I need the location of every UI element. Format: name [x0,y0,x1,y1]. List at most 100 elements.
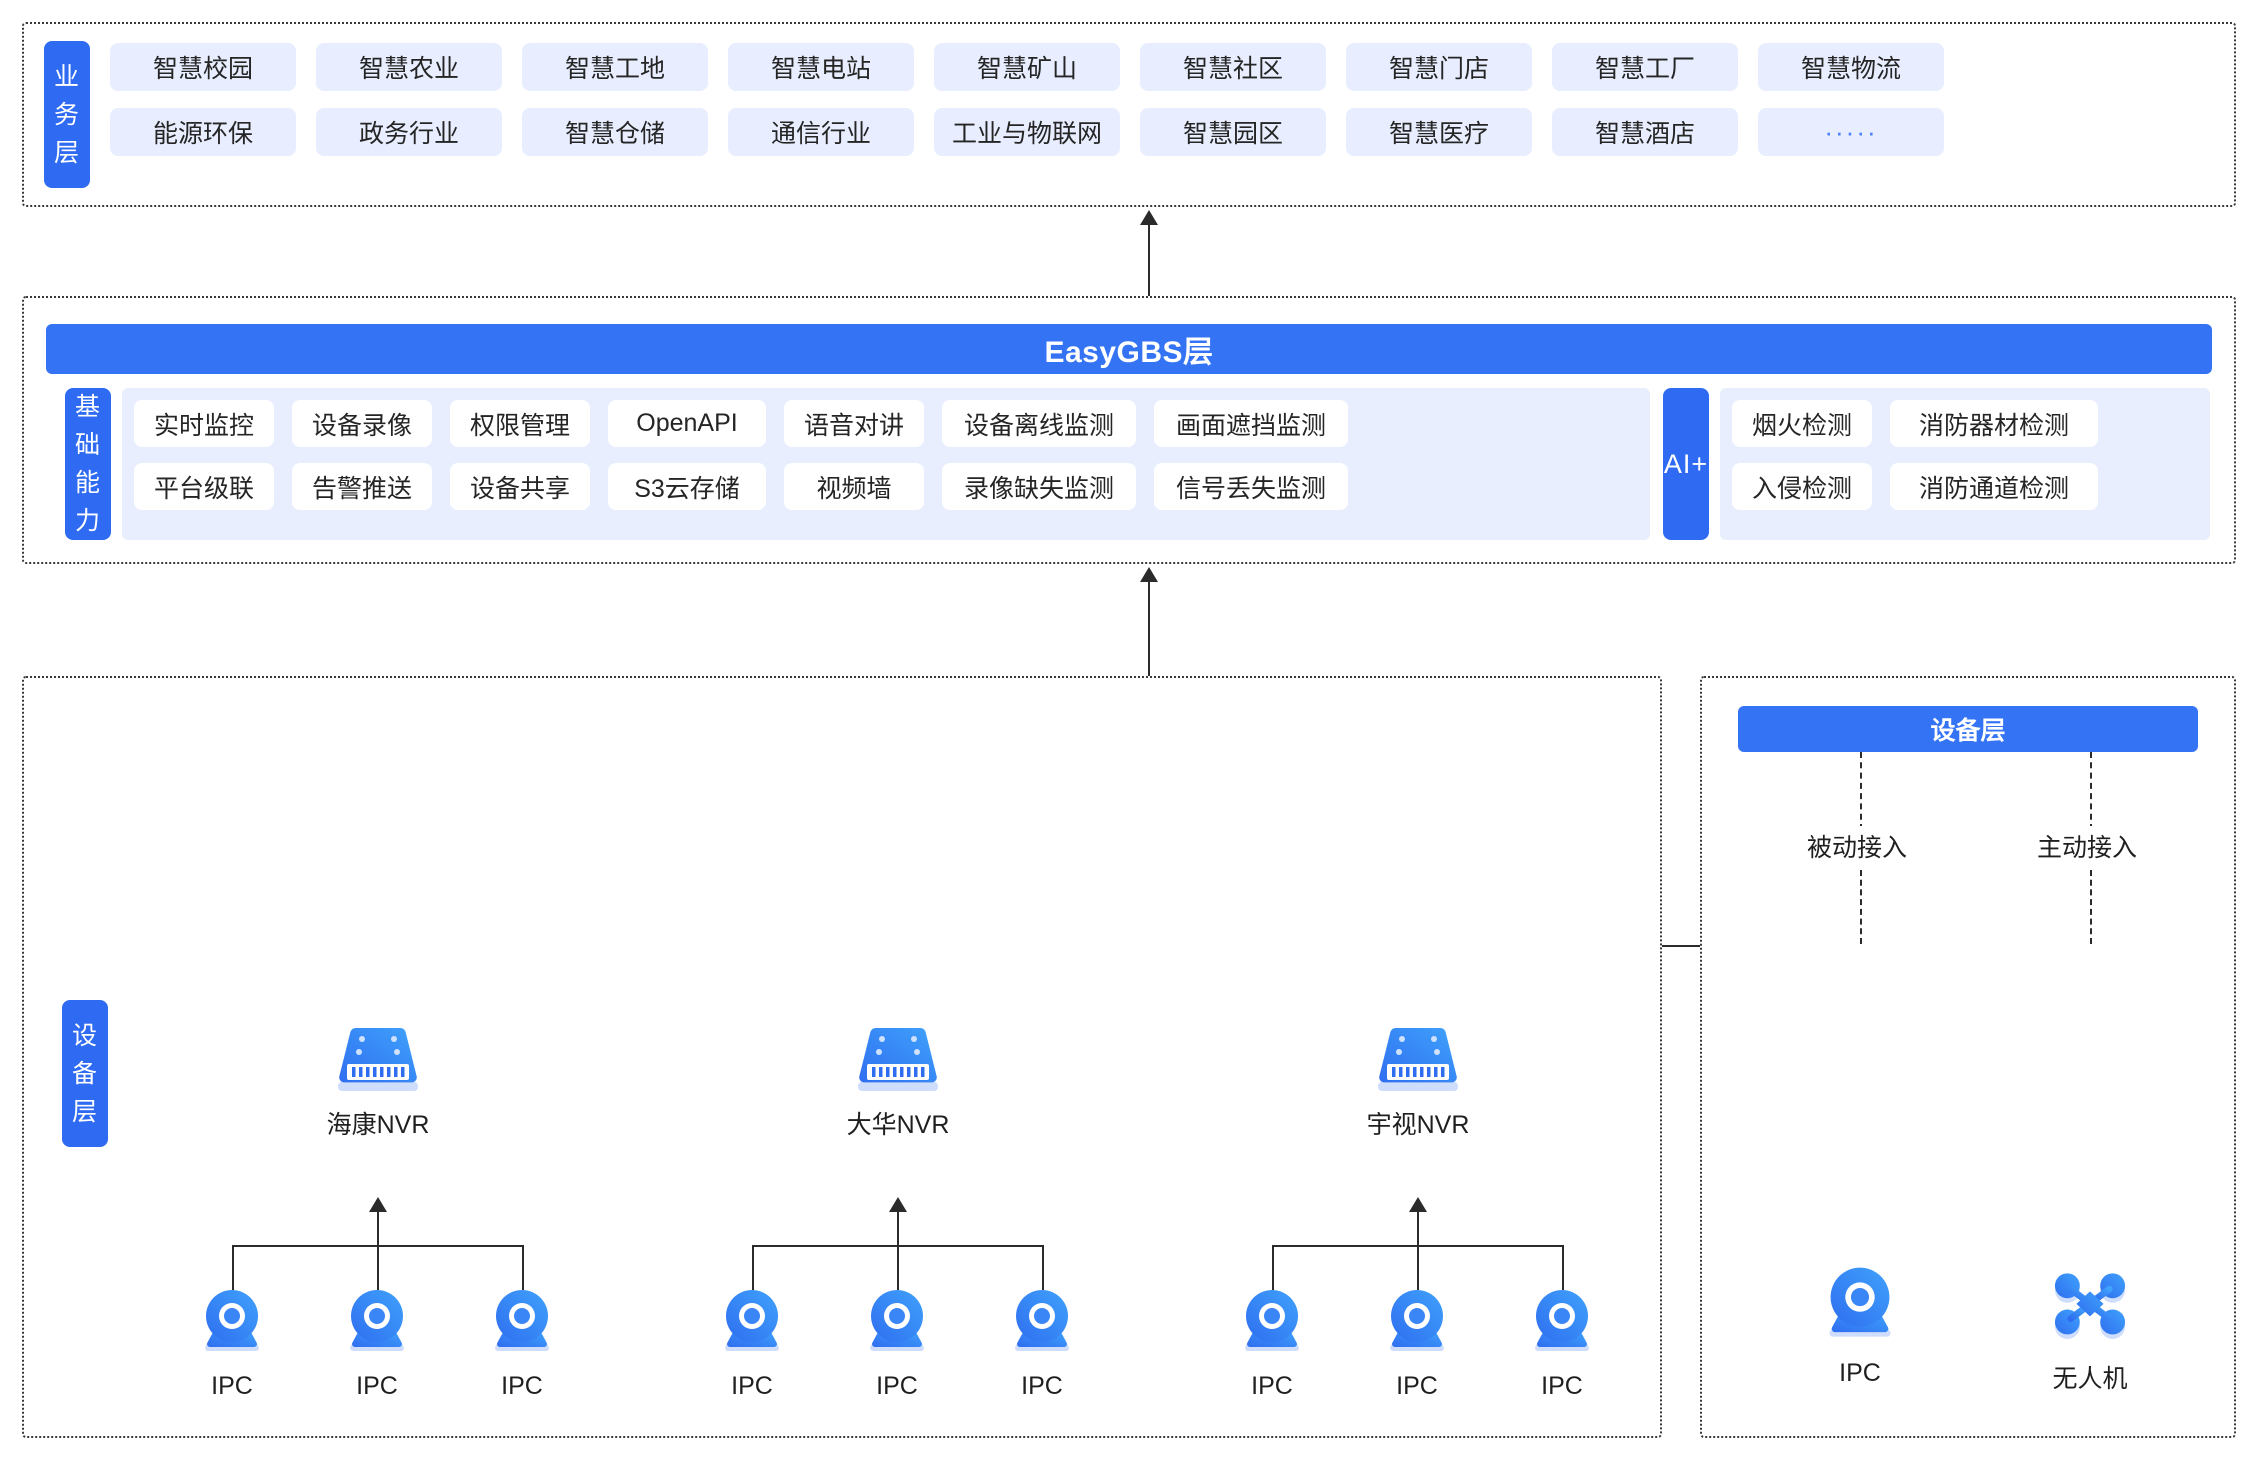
camera-label-4: IPC [731,1372,773,1400]
nvr3-arrow-stem [1417,1212,1419,1245]
capability-chip-video-wall[interactable]: 视频墙 [784,463,924,510]
capability-row-2: 平台级联 告警推送 设备共享 S3云存储 视频墙 录像缺失监测 信号丢失监测 [134,463,1348,510]
business-chip-smart-construction[interactable]: 智慧工地 [522,43,708,91]
business-layer-tab-char-2: 层 [53,138,80,167]
business-chip-smart-community[interactable]: 智慧社区 [1140,43,1326,91]
camera-node-9[interactable]: IPC [1512,1285,1612,1401]
capability-tab-char-2: 能 [74,469,101,497]
camera-label-6: IPC [1021,1372,1063,1400]
camera-node-7[interactable]: IPC [1222,1285,1322,1401]
camera-label-3: IPC [501,1372,543,1400]
camera-node-6[interactable]: IPC [992,1285,1092,1401]
business-chip-smart-store[interactable]: 智慧门店 [1346,43,1532,91]
ai-chip-fire-equipment-detection[interactable]: 消防器材检测 [1890,400,2098,447]
nvr1-leg-c [522,1245,524,1290]
capability-tab-char-0: 基 [74,393,101,421]
business-chip-smart-agriculture[interactable]: 智慧农业 [316,43,502,91]
business-chip-smart-factory[interactable]: 智慧工厂 [1552,43,1738,91]
capability-chip-s3-cloud-storage[interactable]: S3云存储 [608,463,766,510]
capability-tab-char-3: 力 [74,507,101,535]
camera-label-5: IPC [876,1372,918,1400]
capability-grid: 实时监控 设备录像 权限管理 OpenAPI 语音对讲 设备离线监测 画面遮挡监… [134,400,1348,526]
business-chip-industrial-iot[interactable]: 工业与物联网 [934,108,1120,156]
nvr-icon [1378,1028,1458,1091]
camera-label-2: IPC [356,1372,398,1400]
capability-chip-device-offline-monitor[interactable]: 设备离线监测 [942,400,1136,447]
business-chip-more[interactable]: ····· [1758,108,1944,156]
direct-camera-node[interactable]: IPC [1810,1262,1910,1388]
capability-chip-signal-loss-monitor[interactable]: 信号丢失监测 [1154,463,1348,510]
drone-label: 无人机 [2052,1365,2128,1393]
ai-chip-fire-smoke-detection[interactable]: 烟火检测 [1732,400,1872,447]
business-layer-row-1: 智慧校园 智慧农业 智慧工地 智慧电站 智慧矿山 智慧社区 智慧门店 智慧工厂 … [110,43,2220,91]
passive-access-label: 被动接入 [1799,826,1916,866]
capability-chip-live-monitor[interactable]: 实时监控 [134,400,274,447]
business-chip-smart-mine[interactable]: 智慧矿山 [934,43,1120,91]
camera-icon [1535,1290,1589,1351]
capability-chip-voice-intercom[interactable]: 语音对讲 [784,400,924,447]
nvr1-leg-a [232,1245,234,1290]
business-layer-grid: 智慧校园 智慧农业 智慧工地 智慧电站 智慧矿山 智慧社区 智慧门店 智慧工厂 … [110,43,2220,173]
nvr2-leg-c [1042,1245,1044,1290]
capability-chip-openapi[interactable]: OpenAPI [608,400,766,447]
camera-node-3[interactable]: IPC [472,1285,572,1401]
business-layer-tab: 业 务 层 [44,41,90,188]
camera-node-4[interactable]: IPC [702,1285,802,1401]
capability-chip-alarm-push[interactable]: 告警推送 [292,463,432,510]
easygbs-title-bar: EasyGBS层 [46,324,2212,374]
capability-chip-device-share[interactable]: 设备共享 [450,463,590,510]
business-layer-tab-char-0: 业 [53,62,80,91]
drone-node[interactable]: 无人机 [2040,1262,2140,1395]
nvr-label-dahua: 大华NVR [846,1111,950,1139]
camera-node-1[interactable]: IPC [182,1285,282,1401]
active-access-line-upper [2090,752,2092,830]
ellipsis-icon: ····· [1824,116,1878,147]
passive-access-line-upper [1860,752,1862,830]
connector-top-arrow-stem [1148,223,1150,285]
camera-node-8[interactable]: IPC [1367,1285,1467,1401]
ai-chip-fire-exit-detection[interactable]: 消防通道检测 [1890,463,2098,510]
business-chip-government[interactable]: 政务行业 [316,108,502,156]
device-layer-title-bar: 设备层 [1738,706,2198,752]
passive-access-line-lower [1860,870,1862,944]
nvr3-leg-c [1562,1245,1564,1290]
ai-chip-intrusion-detection[interactable]: 入侵检测 [1732,463,1872,510]
nvr-node-uniview[interactable]: 宇视NVR [1345,1022,1491,1141]
business-chip-smart-warehouse[interactable]: 智慧仓储 [522,108,708,156]
nvr-icon [858,1028,938,1091]
device-layer-tab-char-1: 备 [71,1059,98,1088]
capability-chip-recording-loss-monitor[interactable]: 录像缺失监测 [942,463,1136,510]
nvr-node-hikvision[interactable]: 海康NVR [305,1022,451,1141]
nvr1-arrowhead [369,1197,387,1212]
business-chip-smart-power-station[interactable]: 智慧电站 [728,43,914,91]
capability-chip-device-recording[interactable]: 设备录像 [292,400,432,447]
business-chip-smart-logistics[interactable]: 智慧物流 [1758,43,1944,91]
camera-icon [1015,1290,1069,1351]
device-layer-tab: 设 备 层 [62,1000,108,1147]
camera-label-8: IPC [1396,1372,1438,1400]
camera-node-2[interactable]: IPC [327,1285,427,1401]
business-chip-telecom[interactable]: 通信行业 [728,108,914,156]
camera-icon [870,1290,924,1351]
device-layer-panel-right [1700,676,2236,1438]
capability-chip-view-block-monitor[interactable]: 画面遮挡监测 [1154,400,1348,447]
capability-row-1: 实时监控 设备录像 权限管理 OpenAPI 语音对讲 设备离线监测 画面遮挡监… [134,400,1348,447]
nvr-label-hikvision: 海康NVR [326,1111,430,1139]
nvr-node-dahua[interactable]: 大华NVR [825,1022,971,1141]
nvr1-leg-b [377,1245,379,1290]
capability-chip-platform-cascade[interactable]: 平台级联 [134,463,274,510]
business-chip-smart-hotel[interactable]: 智慧酒店 [1552,108,1738,156]
business-chip-smart-campus[interactable]: 智慧校园 [110,43,296,91]
active-access-label: 主动接入 [2029,826,2146,866]
business-chip-energy-environment[interactable]: 能源环保 [110,108,296,156]
camera-label-1: IPC [211,1372,253,1400]
camera-node-5[interactable]: IPC [847,1285,947,1401]
business-chip-smart-healthcare[interactable]: 智慧医疗 [1346,108,1532,156]
capability-tab-char-1: 础 [74,431,101,459]
camera-icon [725,1290,779,1351]
camera-icon [205,1290,259,1351]
ai-grid: 烟火检测 消防器材检测 入侵检测 消防通道检测 [1732,400,2098,526]
capability-chip-permission-management[interactable]: 权限管理 [450,400,590,447]
business-chip-smart-park[interactable]: 智慧园区 [1140,108,1326,156]
nvr3-leg-b [1417,1245,1419,1290]
